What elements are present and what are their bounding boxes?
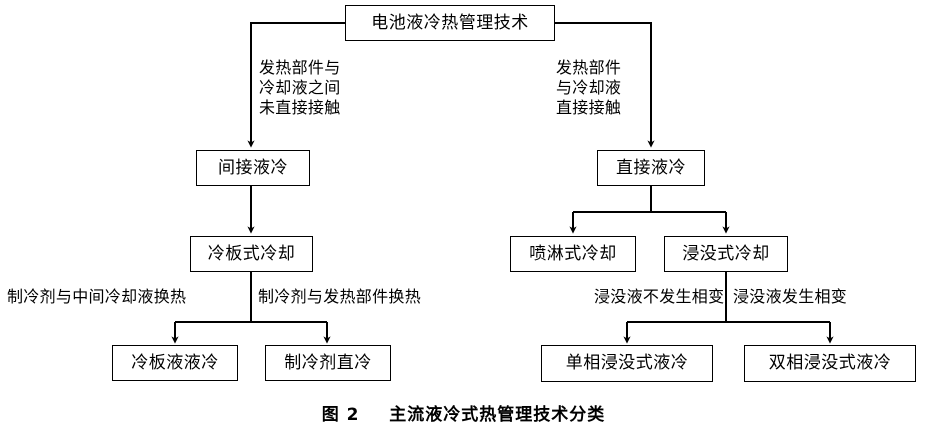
node-cold-plate-cooling: 冷板式冷却 (190, 236, 313, 272)
node-immersion-cooling: 浸没式冷却 (664, 236, 788, 272)
edge-label-refrigerant-intermediate-coolant: 制冷剂与中间冷却液换热 (7, 287, 187, 306)
figure-caption: 图 2 主流液冷式热管理技术分类 (0, 400, 927, 425)
edge-label-phase-change: 浸没液发生相变 (733, 287, 848, 306)
edge-label-left-branch-line3: 未直接接触 (259, 98, 341, 117)
node-dual-phase-immersion: 双相浸没式液冷 (744, 345, 916, 382)
node-cold-plate-liquid-liquid: 冷板液液冷 (112, 345, 238, 381)
figure-caption-label: 图 2 (321, 405, 360, 425)
edge-label-right-branch-line1: 发热部件 (556, 58, 622, 77)
edge-label-left-branch-line2: 冷却液之间 (259, 78, 341, 97)
edge-label-left-branch-line1: 发热部件与 (259, 58, 341, 77)
edge-label-no-phase-change: 浸没液不发生相变 (594, 287, 725, 306)
figure-caption-title: 主流液冷式热管理技术分类 (389, 405, 606, 425)
edge-label-right-branch-line2: 与冷却液 (556, 78, 622, 97)
node-spray-cooling: 喷淋式冷却 (510, 236, 636, 272)
edge-label-refrigerant-heat-source: 制冷剂与发热部件换热 (258, 287, 422, 306)
edge-label-left-branch: 发热部件与 冷却液之间 未直接接触 (259, 58, 341, 118)
edge-label-right-branch: 发热部件 与冷却液 直接接触 (556, 58, 621, 118)
node-indirect-liquid-cooling: 间接液冷 (196, 150, 310, 186)
node-direct-liquid-cooling: 直接液冷 (597, 150, 705, 186)
node-root: 电池液冷热管理技术 (345, 5, 555, 41)
node-single-phase-immersion: 单相浸没式液冷 (541, 345, 713, 382)
node-refrigerant-direct-cooling: 制冷剂直冷 (265, 345, 391, 381)
edge-label-right-branch-line3: 直接接触 (556, 98, 622, 117)
edge-root-to-indirect (247, 22, 345, 148)
edge-root-to-direct (555, 22, 655, 148)
